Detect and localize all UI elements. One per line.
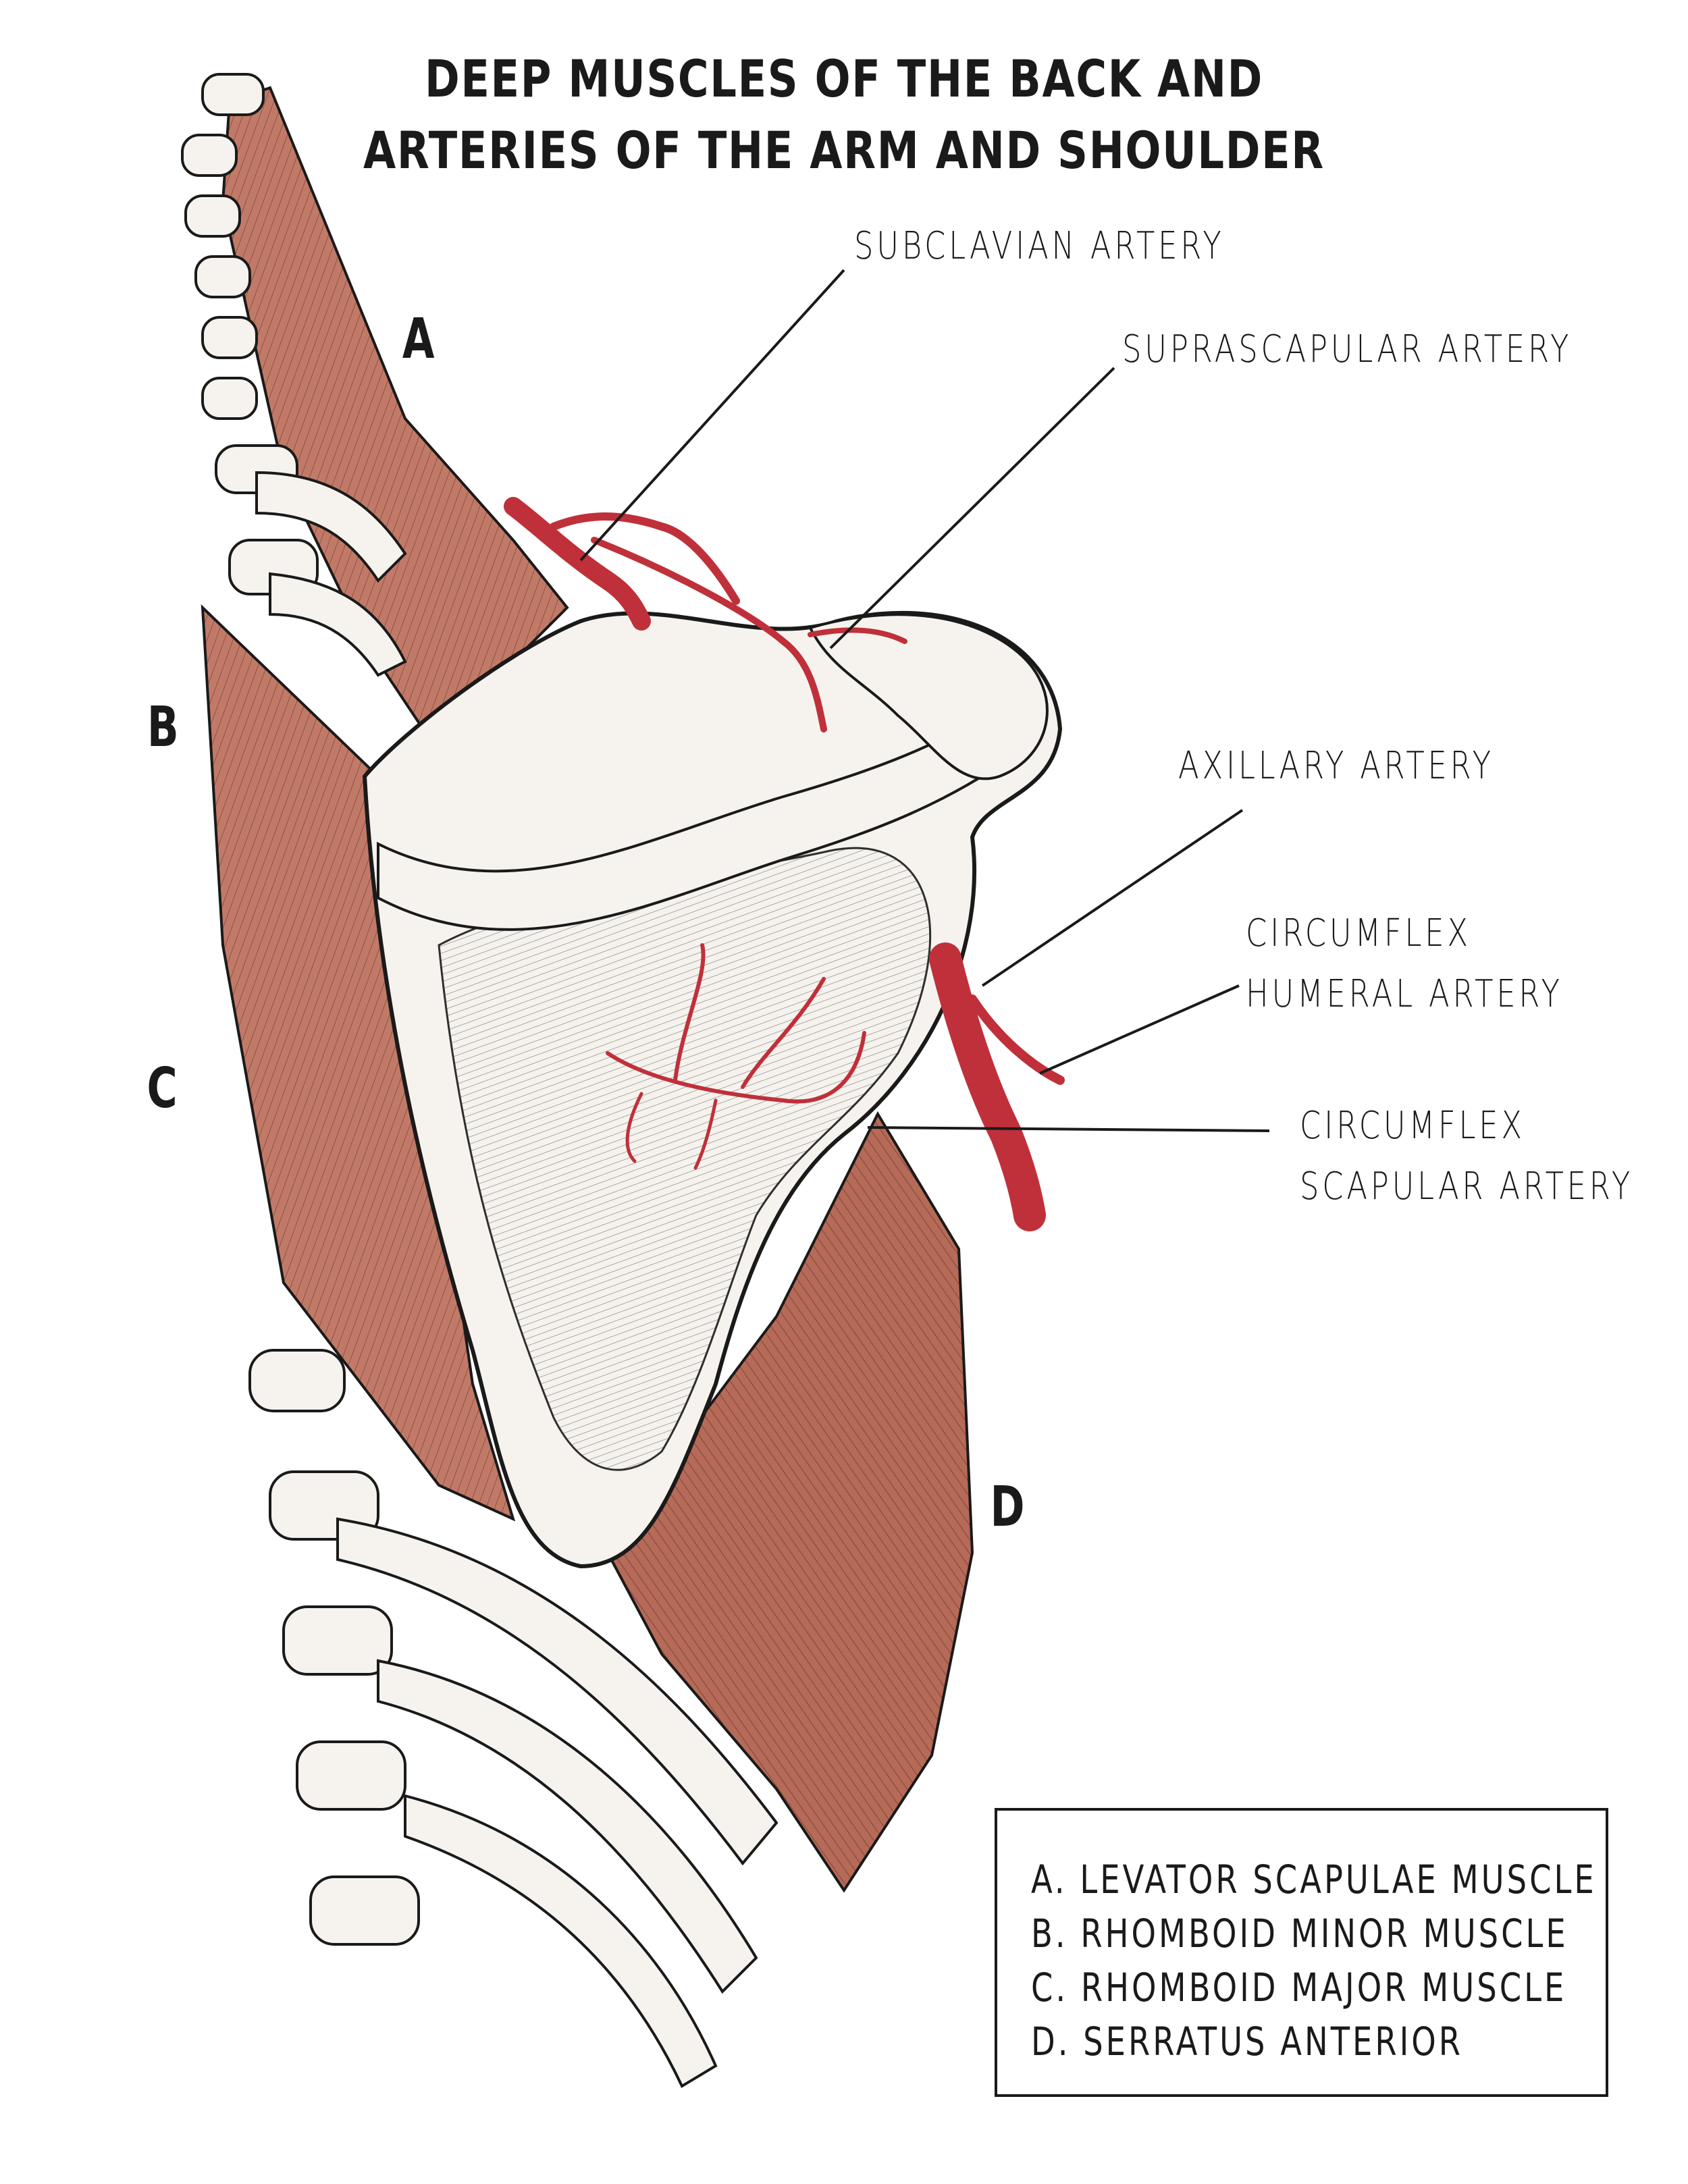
- page-title-line-1: DEEP MUSCLES OF THE BACK AND: [424, 49, 1264, 109]
- callout-circumflex-scapular-line-1: CIRCUMFLEX: [1300, 1104, 1525, 1148]
- leader-lines: [579, 269, 1270, 1132]
- axillary-artery-vessel: [929, 942, 1046, 1231]
- legend-item-c: C. RHOMBOID MAJOR MUSCLE: [1031, 1965, 1567, 2010]
- acromion: [808, 613, 1049, 780]
- label-letter-c: C: [147, 1057, 178, 1121]
- ribs: [255, 471, 779, 2088]
- callout-circumflex-humeral-line-1: CIRCUMFLEX: [1246, 911, 1471, 955]
- callout-circumflex-humeral-line-2: HUMERAL ARTERY: [1246, 972, 1563, 1016]
- legend-item-a: A. LEVATOR SCAPULAE MUSCLE: [1031, 1857, 1597, 1902]
- callout-axillary-artery: AXILLARY ARTERY: [1178, 744, 1494, 788]
- circumflex-scapular-vessel: [606, 1031, 866, 1104]
- label-letter-b: B: [147, 695, 179, 760]
- legend-item-b: B. RHOMBOID MINOR MUSCLE: [1031, 1911, 1568, 1956]
- subclavian-artery-vessel: [504, 497, 651, 631]
- label-letter-d: D: [990, 1475, 1025, 1539]
- callout-suprascapular-artery: SUPRASCAPULAR ARTERY: [1122, 327, 1573, 371]
- callout-circumflex-scapular-line-2: SCAPULAR ARTERY: [1300, 1165, 1633, 1208]
- legend-item-d: D. SERRATUS ANTERIOR: [1031, 2019, 1464, 2065]
- suprascapular-artery-vessel: [591, 537, 827, 733]
- legend-box: A. LEVATOR SCAPULAE MUSCLE B. RHOMBOID M…: [995, 1808, 1608, 2097]
- serratus-anterior-muscle: [606, 1111, 974, 1893]
- label-letter-a: A: [402, 307, 435, 371]
- arteries: [504, 497, 1065, 1231]
- page-title-line-2: ARTERIES OF THE ARM AND SHOULDER: [363, 120, 1325, 180]
- callout-subclavian-artery: SUBCLAVIAN ARTERY: [854, 224, 1225, 268]
